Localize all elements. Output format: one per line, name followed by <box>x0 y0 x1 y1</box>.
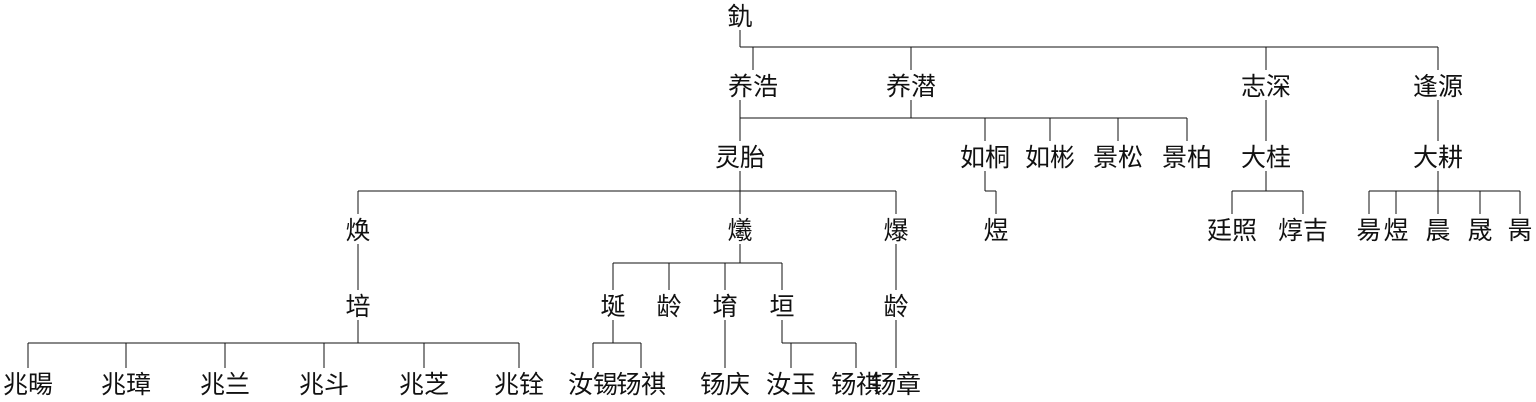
tree-node: 晨 <box>1425 216 1450 245</box>
tree-node: 垣 <box>769 292 794 321</box>
tree-node: 景柏 <box>1162 143 1212 172</box>
tree-node: 兆芝 <box>399 370 449 399</box>
tree-node: 兆兰 <box>200 370 250 399</box>
tree-node: 昺 <box>1507 216 1532 245</box>
tree-node: 焕 <box>345 216 370 245</box>
tree-node: 廷照 <box>1207 216 1257 245</box>
tree-labels: 釚养浩灵胎焕培兆暘兆璋兆兰兆斗兆芝兆铨爔埏汝锡钖祺龄堉钖庆垣汝玉钖祺爆龄钖章养潜… <box>3 2 1533 399</box>
tree-node: 大桂 <box>1241 143 1291 172</box>
tree-edges <box>27 30 1521 368</box>
tree-node: 兆暘 <box>3 370 53 399</box>
tree-node: 钖庆 <box>700 370 750 399</box>
tree-node: 龄 <box>656 292 681 321</box>
tree-node: 培 <box>345 292 370 321</box>
tree-node: 志深 <box>1241 72 1291 101</box>
tree-node: 钖祺 <box>831 370 881 399</box>
tree-node: 焞吉 <box>1278 216 1328 245</box>
tree-node: 堉 <box>712 292 737 321</box>
tree-node: 景松 <box>1093 143 1143 172</box>
tree-node: 养潜 <box>886 72 936 101</box>
tree-node: 埏 <box>600 292 625 321</box>
tree-node: 逢源 <box>1413 72 1463 101</box>
tree-node: 煜 <box>1383 216 1408 245</box>
tree-node: 大耕 <box>1413 143 1463 172</box>
tree-node: 汝锡 <box>568 370 618 399</box>
tree-node: 釚 <box>727 2 752 31</box>
tree-node: 龄 <box>883 292 908 321</box>
tree-node: 爆 <box>883 216 908 245</box>
tree-node: 如彬 <box>1025 143 1075 172</box>
tree-node: 钖章 <box>871 370 921 399</box>
tree-node: 兆璋 <box>101 370 151 399</box>
tree-node: 兆斗 <box>299 370 349 399</box>
tree-node: 爔 <box>727 216 752 245</box>
tree-node: 灵胎 <box>715 143 765 172</box>
tree-node: 晟 <box>1467 216 1492 245</box>
tree-node: 如桐 <box>960 143 1010 172</box>
tree-node: 兆铨 <box>494 370 544 399</box>
tree-node: 汝玉 <box>766 370 816 399</box>
tree-node: 煜 <box>983 216 1008 245</box>
tree-node: 钖祺 <box>616 370 666 399</box>
tree-node: 昜 <box>1356 216 1381 245</box>
tree-node: 养浩 <box>728 72 778 101</box>
